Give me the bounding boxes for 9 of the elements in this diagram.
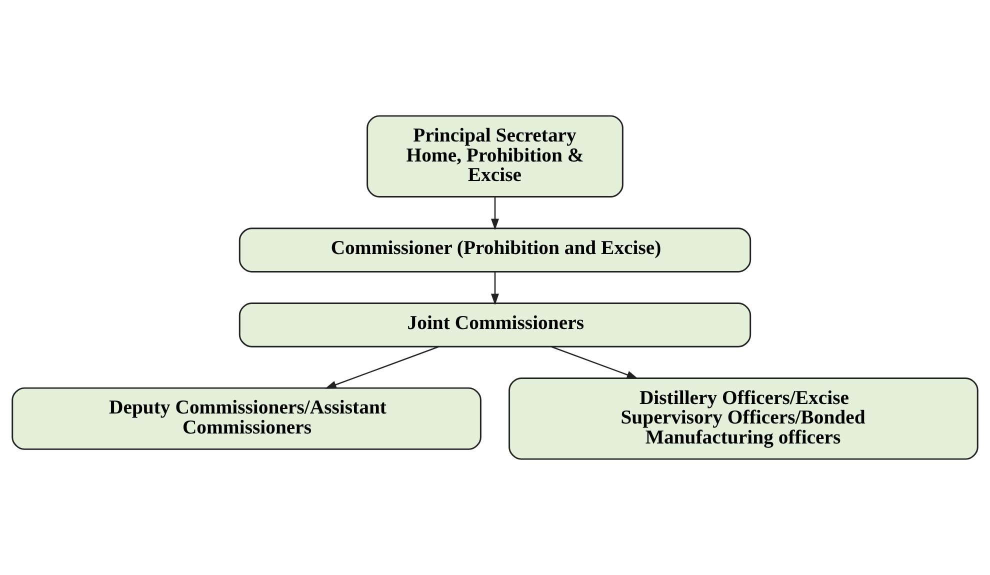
arrow	[551, 346, 638, 379]
arrow	[324, 346, 439, 389]
arrow	[491, 272, 499, 306]
node-box: Distillery Officers/Excise Supervisory Officers/Bonded Manufacturing officers	[508, 377, 978, 460]
node-box: Commissioner (Prohibition and Excise)	[238, 228, 752, 272]
node-box: Principal Secretary Home, Prohibition & Excise	[366, 115, 624, 198]
node-box: Deputy Commissioners/Assistant Commissioners	[12, 387, 482, 450]
arrow	[491, 197, 499, 230]
node-box: Joint Commissioners	[238, 302, 752, 348]
